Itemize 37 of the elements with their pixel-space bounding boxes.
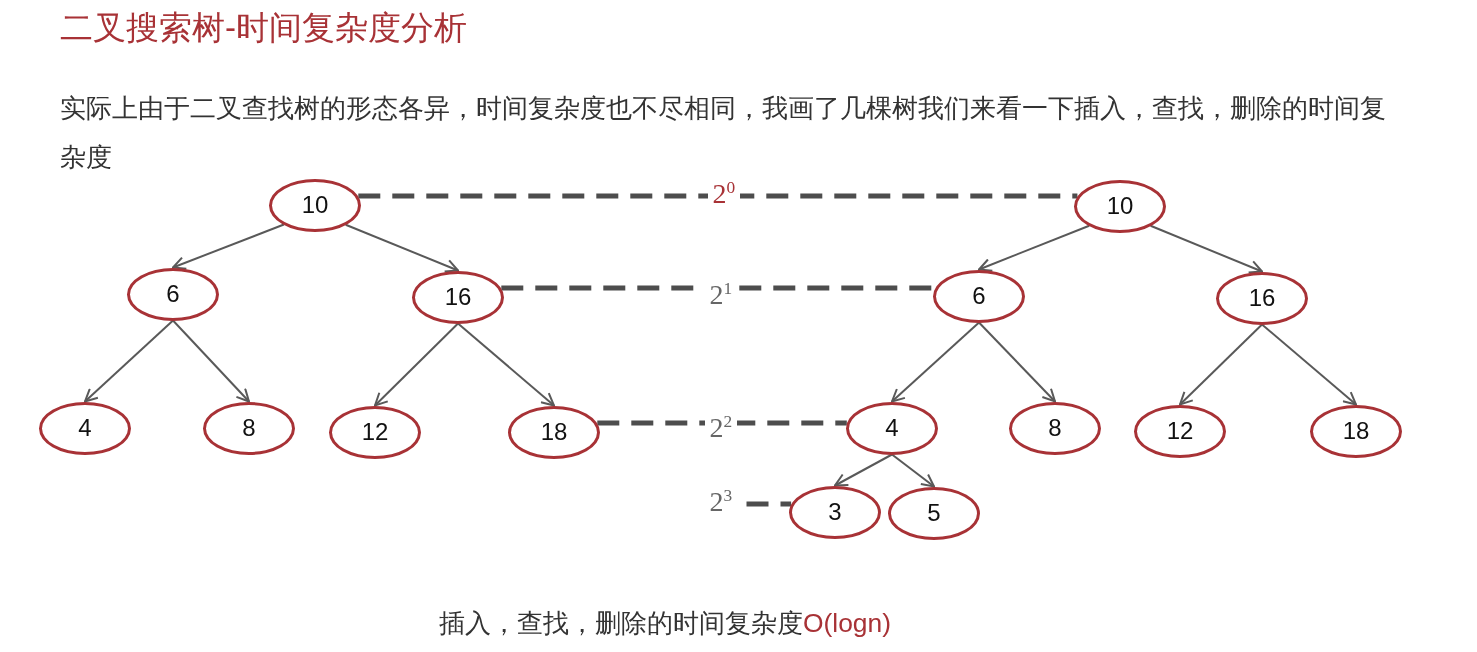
arrow	[374, 322, 459, 407]
node-ellipse: 5	[888, 486, 980, 540]
node-ellipse: 4	[39, 401, 131, 455]
arrow	[978, 321, 1056, 403]
arrow	[891, 453, 935, 488]
node-ellipse: 10	[1074, 179, 1166, 233]
node-ellipse: 12	[329, 405, 421, 459]
node-ellipse: 4	[846, 401, 938, 455]
arrow	[172, 319, 250, 403]
node-ellipse: 8	[1009, 401, 1101, 455]
dashed-line	[358, 193, 1078, 199]
node-ellipse: 18	[508, 405, 600, 459]
node-ellipse: 8	[203, 401, 295, 455]
dashed-line	[597, 420, 847, 426]
arrow	[84, 319, 174, 403]
node-ellipse: 18	[1310, 404, 1402, 458]
node-ellipse: 16	[412, 270, 504, 324]
title: 二叉搜索树-时间复杂度分析	[60, 8, 467, 48]
arrow	[1179, 323, 1263, 406]
node-ellipse: 10	[269, 178, 361, 232]
level-label: 2$^{3}$	[709, 486, 733, 518]
arrow	[834, 453, 893, 487]
node-ellipse: 6	[933, 269, 1025, 323]
paragraph: 实际上由于二叉查找树的形态各异，时间复杂度也不尽相同，我画了几棵树我们来看一下插入，查找，删除的时间复杂度	[60, 92, 1387, 174]
node-ellipse: 6	[127, 267, 219, 321]
arrow	[1261, 323, 1357, 406]
arrow	[457, 322, 555, 407]
arrow	[1149, 224, 1263, 274]
node-ellipse: 3	[789, 485, 881, 539]
arrow	[172, 223, 285, 270]
dashed-line	[746, 501, 792, 507]
arrow	[344, 223, 459, 273]
arrow	[891, 321, 980, 403]
caption: 插入，查找，删除的时间复杂度O(logn)	[439, 607, 891, 640]
arrow	[978, 224, 1091, 272]
node-ellipse: 16	[1216, 271, 1308, 325]
node-ellipse: 12	[1134, 404, 1226, 458]
